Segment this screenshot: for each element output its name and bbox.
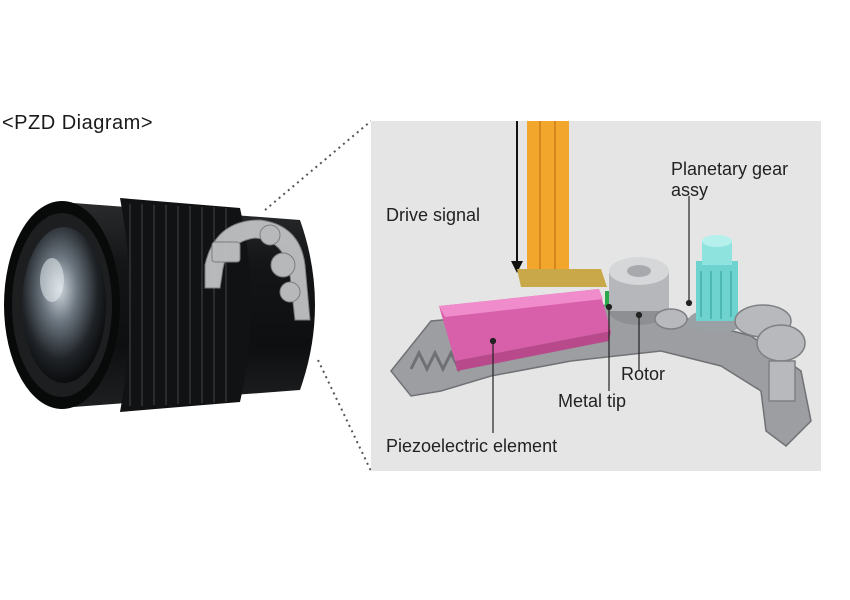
piezoelectric-element-shape bbox=[439, 289, 611, 371]
label-metal-tip: Metal tip bbox=[558, 391, 627, 411]
lens-photo bbox=[4, 198, 315, 412]
label-planetary-gear-line2: assy bbox=[671, 180, 709, 200]
gear-train bbox=[654, 304, 806, 402]
flex-cable bbox=[517, 121, 607, 287]
pzd-detail-panel: Drive signal Planetary gear assy Rotor M… bbox=[371, 121, 821, 471]
leader-lines bbox=[489, 196, 693, 433]
label-planetary-gear-line1: Planetary gear bbox=[671, 159, 789, 179]
label-drive-signal: Drive signal bbox=[386, 205, 481, 225]
pzd-mechanism-ghost bbox=[204, 219, 311, 321]
label-piezoelectric-element: Piezoelectric element bbox=[386, 436, 558, 456]
planetary-gear-shape bbox=[688, 235, 744, 333]
pzd-mechanism-illustration bbox=[390, 121, 812, 447]
rotor-shape bbox=[609, 257, 669, 325]
label-rotor: Rotor bbox=[621, 364, 666, 384]
diagram-title: <PZD Diagram> bbox=[2, 112, 153, 134]
drive-signal-arrow bbox=[511, 121, 523, 273]
